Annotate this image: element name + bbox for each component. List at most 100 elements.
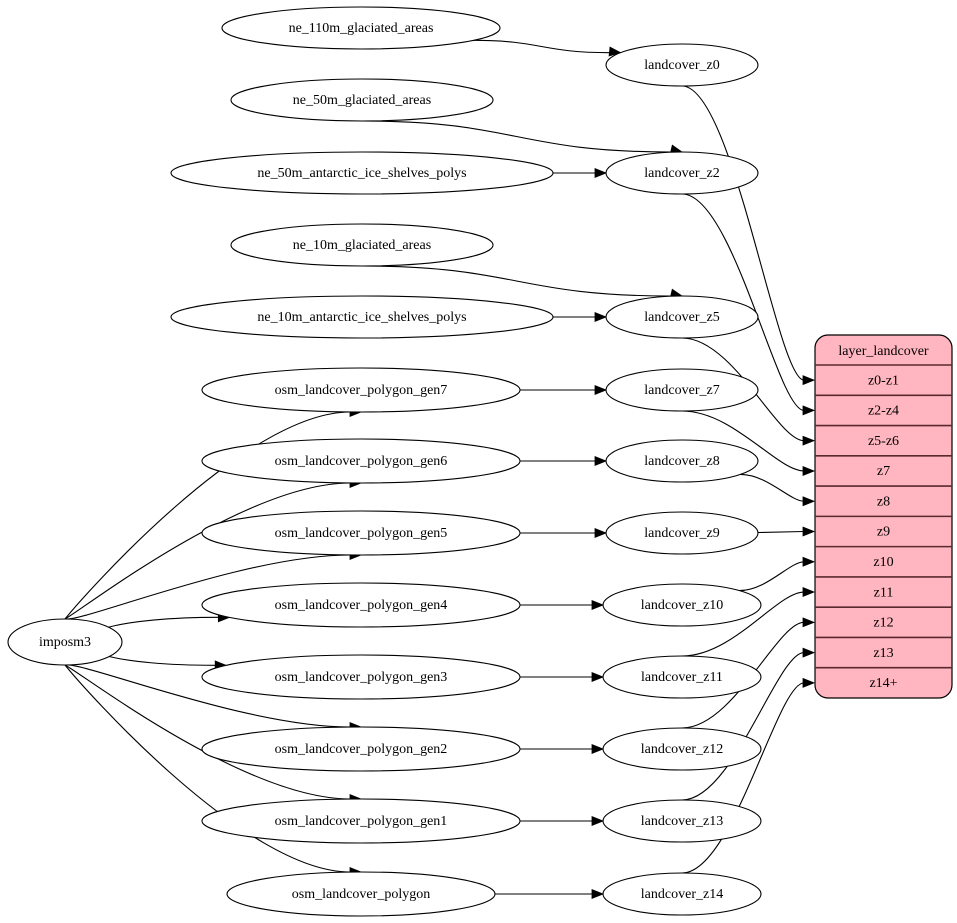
node-landcover_z8[interactable]: landcover_z8	[605, 439, 759, 483]
node-landcover_z7-shape	[605, 368, 759, 412]
arrowhead-landcover_z2	[594, 168, 608, 178]
edge-ne_10m_glaciated_areas-to-landcover_z5	[361, 265, 672, 297]
node-ne_10m_antarctic_ice_shelves_polys-shape	[170, 295, 554, 339]
node-landcover_z7[interactable]: landcover_z7	[605, 368, 759, 412]
node-osm_landcover_polygon_gen3-shape	[201, 654, 521, 700]
node-landcover_z8-shape	[605, 439, 759, 483]
node-osm_landcover_polygon_gen2[interactable]: osm_landcover_polygon_gen2	[201, 726, 521, 772]
table-row-label-z9: z9	[877, 525, 890, 540]
edge-imposm3-to-osm_landcover_polygon_gen1	[64, 664, 351, 800]
node-ne_110m_glaciated_areas-shape	[221, 6, 501, 50]
node-osm_landcover_polygon_gen7-shape	[201, 367, 521, 413]
node-landcover_z13-shape	[602, 799, 762, 843]
node-ne_50m_antarctic_ice_shelves_polys-shape	[170, 151, 554, 195]
node-osm_landcover_polygon_gen2-label: osm_landcover_polygon_gen2	[275, 742, 448, 757]
node-landcover_z13[interactable]: landcover_z13	[602, 799, 762, 843]
node-osm_landcover_polygon_gen4[interactable]: osm_landcover_polygon_gen4	[201, 582, 521, 628]
node-ne_10m_glaciated_areas[interactable]: ne_10m_glaciated_areas	[230, 223, 494, 267]
arrowhead-z0-z1	[802, 375, 816, 386]
node-ne_50m_glaciated_areas-label: ne_50m_glaciated_areas	[293, 93, 431, 108]
node-landcover_z12-shape	[602, 727, 762, 771]
node-osm_landcover_polygon_gen6-shape	[201, 438, 521, 484]
node-osm_landcover_polygon_gen1[interactable]: osm_landcover_polygon_gen1	[201, 798, 521, 844]
edge-ne_50m_glaciated_areas-to-landcover_z2	[361, 120, 672, 153]
arrowhead-landcover_z8	[594, 456, 608, 466]
edge-landcover_z7-to-table	[681, 410, 805, 472]
node-osm_landcover_polygon_gen5-shape	[201, 510, 521, 556]
arrowhead-landcover_z10	[591, 600, 605, 610]
edge-imposm3-to-osm_landcover_polygon_gen6	[64, 482, 351, 620]
node-landcover_z2-shape	[605, 151, 759, 195]
edge-landcover_z2-to-table	[681, 193, 805, 411]
arrowhead-z11	[802, 587, 816, 598]
node-osm_landcover_polygon_gen6[interactable]: osm_landcover_polygon_gen6	[201, 438, 521, 484]
arrowhead-landcover_z14	[591, 889, 605, 899]
edge-imposm3-to-osm_landcover_polygon_gen4	[101, 616, 219, 632]
edge-landcover_z10-to-table	[739, 561, 805, 592]
table-row-label-z8: z8	[877, 494, 890, 509]
node-osm_landcover_polygon_gen3[interactable]: osm_landcover_polygon_gen3	[201, 654, 521, 700]
node-ne_110m_glaciated_areas[interactable]: ne_110m_glaciated_areas	[221, 6, 501, 50]
layer-landcover-header: layer_landcover	[838, 344, 929, 359]
node-landcover_z0[interactable]: landcover_z0	[605, 43, 759, 87]
edge-landcover_z0-to-table	[681, 85, 805, 381]
node-osm_landcover_polygon_gen4-label: osm_landcover_polygon_gen4	[275, 598, 448, 613]
node-ne_50m_antarctic_ice_shelves_polys-label: ne_50m_antarctic_ice_shelves_polys	[257, 166, 466, 181]
node-landcover_z14-shape	[602, 872, 762, 916]
node-osm_landcover_polygon[interactable]: osm_landcover_polygon	[226, 871, 496, 917]
node-ne_50m_antarctic_ice_shelves_polys[interactable]: ne_50m_antarctic_ice_shelves_polys	[170, 151, 554, 195]
node-landcover_z5-label: landcover_z5	[644, 310, 719, 325]
table-row-label-z13: z13	[873, 646, 893, 661]
node-osm_landcover_polygon-label: osm_landcover_polygon	[292, 887, 430, 902]
arrowhead-z13	[802, 647, 816, 658]
node-ne_10m_glaciated_areas-shape	[230, 223, 494, 267]
edge-imposm3-to-osm_landcover_polygon	[64, 664, 351, 873]
node-ne_10m_antarctic_ice_shelves_polys-label: ne_10m_antarctic_ice_shelves_polys	[257, 310, 466, 325]
arrowhead-z8	[802, 496, 816, 507]
node-osm_landcover_polygon_gen4-shape	[201, 582, 521, 628]
edge-landcover_z13-to-table	[681, 652, 805, 801]
table-row-label-z5-z6: z5-z6	[868, 434, 899, 449]
node-landcover_z9-shape	[605, 511, 759, 555]
node-imposm3[interactable]: imposm3	[7, 618, 123, 666]
node-landcover_z9-label: landcover_z9	[644, 526, 719, 541]
node-landcover_z10-shape	[602, 583, 762, 627]
node-landcover_z8-label: landcover_z8	[644, 454, 719, 469]
edge-imposm3-to-osm_landcover_polygon_gen7	[64, 411, 351, 620]
arrowhead-z12	[802, 617, 816, 628]
arrowhead-landcover_z11	[591, 672, 605, 682]
node-osm_landcover_polygon-shape	[226, 871, 496, 917]
node-ne_50m_glaciated_areas-shape	[230, 78, 494, 122]
node-landcover_z10-label: landcover_z10	[641, 598, 723, 613]
node-landcover_z5[interactable]: landcover_z5	[605, 295, 759, 339]
arrowhead-z10	[802, 556, 816, 567]
node-osm_landcover_polygon_gen5[interactable]: osm_landcover_polygon_gen5	[201, 510, 521, 556]
arrowhead-z14+	[802, 677, 816, 688]
edge-imposm3-to-osm_landcover_polygon_gen3	[101, 652, 216, 666]
arrowhead-landcover_z5	[594, 312, 608, 322]
node-landcover_z5-shape	[605, 295, 759, 339]
node-ne_10m_glaciated_areas-label: ne_10m_glaciated_areas	[293, 238, 431, 253]
node-landcover_z11[interactable]: landcover_z11	[602, 655, 762, 699]
node-ne_10m_antarctic_ice_shelves_polys[interactable]: ne_10m_antarctic_ice_shelves_polys	[170, 295, 554, 339]
arrowhead-z7	[802, 465, 816, 476]
node-osm_landcover_polygon_gen1-shape	[201, 798, 521, 844]
table-row-label-z10: z10	[873, 555, 893, 570]
node-landcover_z14[interactable]: landcover_z14	[602, 872, 762, 916]
node-landcover_z12[interactable]: landcover_z12	[602, 727, 762, 771]
node-osm_landcover_polygon_gen7-label: osm_landcover_polygon_gen7	[275, 383, 448, 398]
node-osm_landcover_polygon_gen7[interactable]: osm_landcover_polygon_gen7	[201, 367, 521, 413]
node-osm_landcover_polygon_gen1-label: osm_landcover_polygon_gen1	[275, 814, 448, 829]
table-row-label-z14+: z14+	[869, 676, 897, 691]
nodes-layer: ne_110m_glaciated_areas ne_50m_glaciated_…	[7, 6, 762, 917]
node-osm_landcover_polygon_gen2-shape	[201, 726, 521, 772]
node-landcover_z2[interactable]: landcover_z2	[605, 151, 759, 195]
node-imposm3-label: imposm3	[39, 635, 91, 650]
edge-landcover_z9-to-table	[757, 530, 805, 534]
node-ne_50m_glaciated_areas[interactable]: ne_50m_glaciated_areas	[230, 78, 494, 122]
node-landcover_z10[interactable]: landcover_z10	[602, 583, 762, 627]
node-landcover_z9[interactable]: landcover_z9	[605, 511, 759, 555]
arrowhead-z5-z6	[802, 435, 816, 446]
